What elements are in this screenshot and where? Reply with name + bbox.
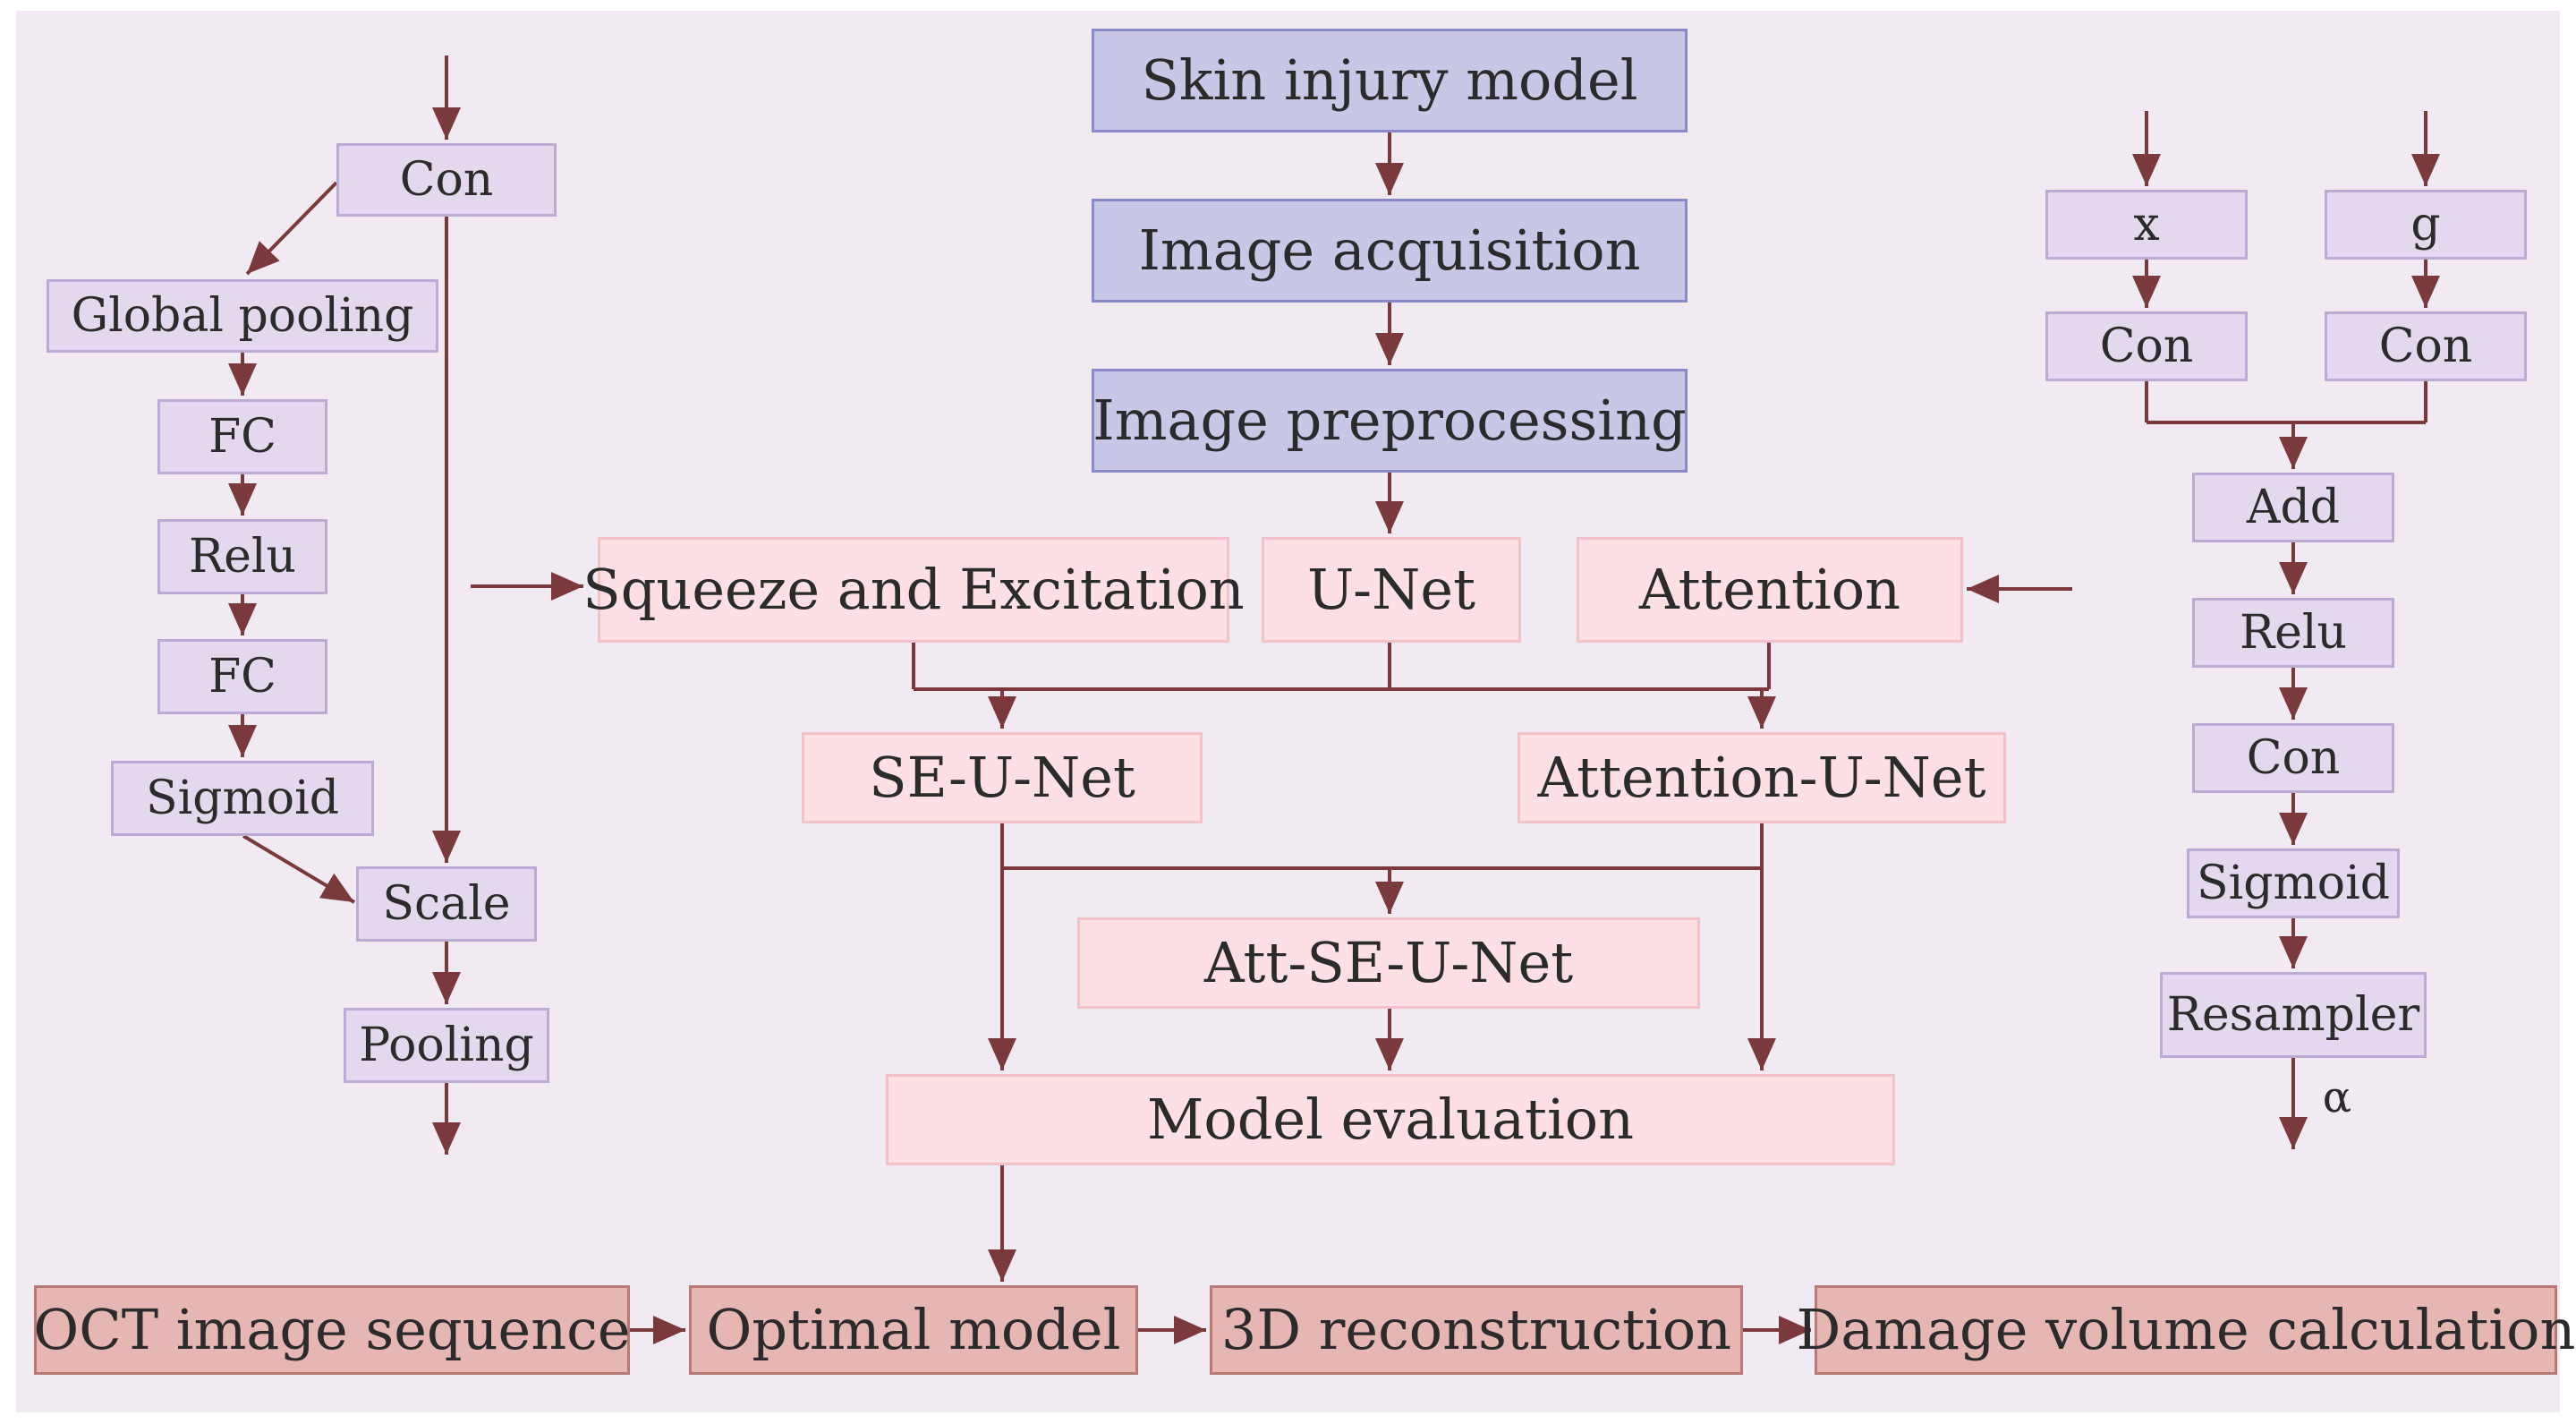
att-add-label: Add [2246, 481, 2341, 534]
model-evaluation-label: Model evaluation [1146, 1087, 1635, 1152]
attention-label: Attention [1638, 557, 1901, 622]
se-pooling-box: Pooling [344, 1008, 549, 1083]
se-unet-label: SE-U-Net [869, 745, 1135, 810]
alpha-label: α [2322, 1072, 2352, 1122]
se-con-box: Con [336, 143, 557, 217]
se-sigmoid-label: Sigmoid [145, 772, 340, 825]
att-relu-label: Relu [2239, 606, 2348, 660]
se-fc1-label: FC [208, 410, 276, 464]
image-acquisition-label: Image acquisition [1138, 217, 1641, 283]
attention-box: Attention [1577, 537, 1963, 643]
att-resampler-label: Resampler [2166, 988, 2420, 1042]
squeeze-excitation-label: Squeeze and Excitation [582, 557, 1245, 622]
global-pooling-label: Global pooling [71, 289, 414, 343]
arrow-sigmoid-to-scale [242, 834, 356, 904]
oct-image-sequence-box: OCT image sequence [33, 1285, 631, 1375]
att-con-x-label: Con [2099, 320, 2194, 373]
att-relu-box: Relu [2192, 598, 2394, 668]
unet-box: U-Net [1262, 537, 1521, 643]
arrow-con-to-global-pooling [245, 181, 338, 276]
oct-image-sequence-label: OCT image sequence [33, 1297, 631, 1362]
se-sigmoid-box: Sigmoid [111, 761, 374, 836]
att-sigmoid-box: Sigmoid [2187, 848, 2400, 918]
att-x-box: x [2045, 190, 2248, 260]
att-se-unet-label: Att-SE-U-Net [1203, 930, 1574, 995]
att-g-box: g [2325, 190, 2527, 260]
att-g-label: g [2410, 198, 2441, 252]
att-con-box: Con [2192, 723, 2394, 793]
se-con-label: Con [399, 153, 494, 207]
att-x-label: x [2133, 198, 2160, 252]
image-preprocessing-box: Image preprocessing [1092, 369, 1688, 473]
optimal-model-box: Optimal model [689, 1285, 1138, 1375]
model-evaluation-box: Model evaluation [886, 1074, 1895, 1165]
att-con-label: Con [2246, 731, 2341, 785]
unet-label: U-Net [1307, 557, 1475, 622]
optimal-model-label: Optimal model [706, 1297, 1121, 1362]
att-add-box: Add [2192, 473, 2394, 542]
se-relu-label: Relu [188, 530, 297, 584]
attention-unet-label: Attention-U-Net [1537, 745, 1986, 810]
se-relu-box: Relu [157, 519, 327, 594]
se-fc2-label: FC [208, 650, 276, 703]
att-resampler-box: Resampler [2160, 972, 2427, 1058]
attention-unet-box: Attention-U-Net [1518, 732, 2006, 823]
damage-volume-box: Damage volume calculation [1797, 1285, 2575, 1375]
reconstruction-3d-box: 3D reconstruction [1210, 1285, 1743, 1375]
image-acquisition-box: Image acquisition [1092, 199, 1688, 303]
se-pooling-label: Pooling [359, 1019, 534, 1072]
damage-volume-label: Damage volume calculation [1796, 1297, 2576, 1362]
se-fc1-box: FC [157, 399, 327, 474]
reconstruction-3d-label: 3D reconstruction [1220, 1297, 1732, 1362]
att-con-g-box: Con [2325, 311, 2527, 381]
se-scale-label: Scale [382, 877, 511, 931]
se-fc2-box: FC [157, 639, 327, 714]
global-pooling-box: Global pooling [47, 279, 438, 353]
att-sigmoid-label: Sigmoid [2196, 857, 2391, 910]
se-scale-box: Scale [356, 866, 537, 942]
att-con-g-label: Con [2378, 320, 2473, 373]
skin-injury-model-box: Skin injury model [1092, 29, 1688, 132]
skin-injury-model-label: Skin injury model [1141, 47, 1638, 113]
att-con-x-box: Con [2045, 311, 2248, 381]
att-se-unet-box: Att-SE-U-Net [1077, 917, 1700, 1009]
se-unet-box: SE-U-Net [802, 732, 1203, 823]
squeeze-excitation-box: Squeeze and Excitation [582, 537, 1245, 643]
image-preprocessing-label: Image preprocessing [1092, 388, 1687, 453]
